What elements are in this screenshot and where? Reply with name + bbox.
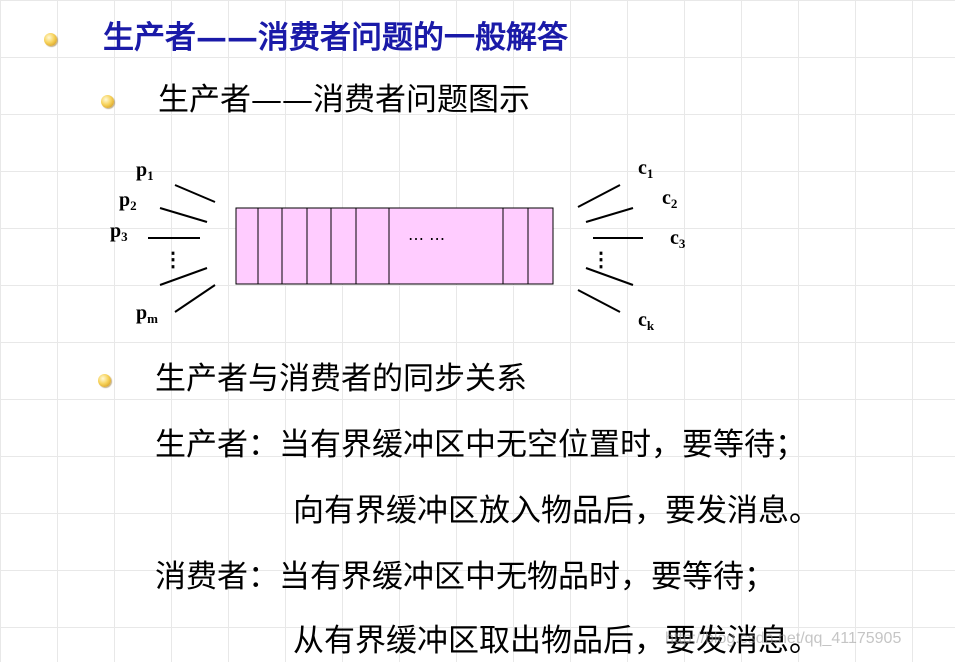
producer-label: p1 — [136, 159, 154, 183]
vertical-dots: ⋮ — [163, 249, 183, 271]
producer-rule-line2: 向有界缓冲区放入物品后，要发消息。 — [293, 493, 820, 529]
consumer-rule-line2: 从有界缓冲区取出物品后，要发消息。 — [293, 623, 820, 659]
diagram-heading: 生产者——消费者问题图示 — [158, 82, 530, 118]
consumer-line — [577, 184, 621, 208]
producer-label: p3 — [110, 220, 128, 244]
watermark: http://blog.csdn.net/qq_41175905 — [665, 630, 902, 647]
producer-line — [159, 207, 208, 223]
consumer-line — [585, 207, 634, 223]
bullet-icon — [98, 374, 111, 387]
sync-heading: 生产者与消费者的同步关系 — [155, 361, 527, 397]
consumer-line — [585, 267, 634, 286]
producer-label: p2 — [119, 189, 137, 213]
producer-label: pm — [136, 302, 158, 326]
buffer-rect — [235, 207, 554, 285]
page-title: 生产者——消费者问题的一般解答 — [103, 20, 568, 56]
producer-line — [174, 184, 216, 203]
consumer-label: ck — [638, 309, 655, 333]
consumer-line — [577, 289, 621, 313]
buffer-ellipsis: … … — [408, 225, 445, 244]
consumer-label: c2 — [662, 187, 678, 211]
vertical-dots: ⋮ — [591, 249, 611, 271]
consumer-label: c3 — [670, 227, 686, 251]
producer-line — [174, 284, 216, 313]
bullet-icon — [101, 95, 114, 108]
bullet-icon — [44, 33, 57, 46]
producer-rule-line1: 生产者：当有界缓冲区中无空位置时，要等待； — [155, 427, 806, 463]
consumer-rule-line1: 消费者：当有界缓冲区中无物品时，要等待； — [155, 559, 775, 595]
consumer-label: c1 — [638, 157, 654, 181]
producer-line — [159, 267, 208, 286]
